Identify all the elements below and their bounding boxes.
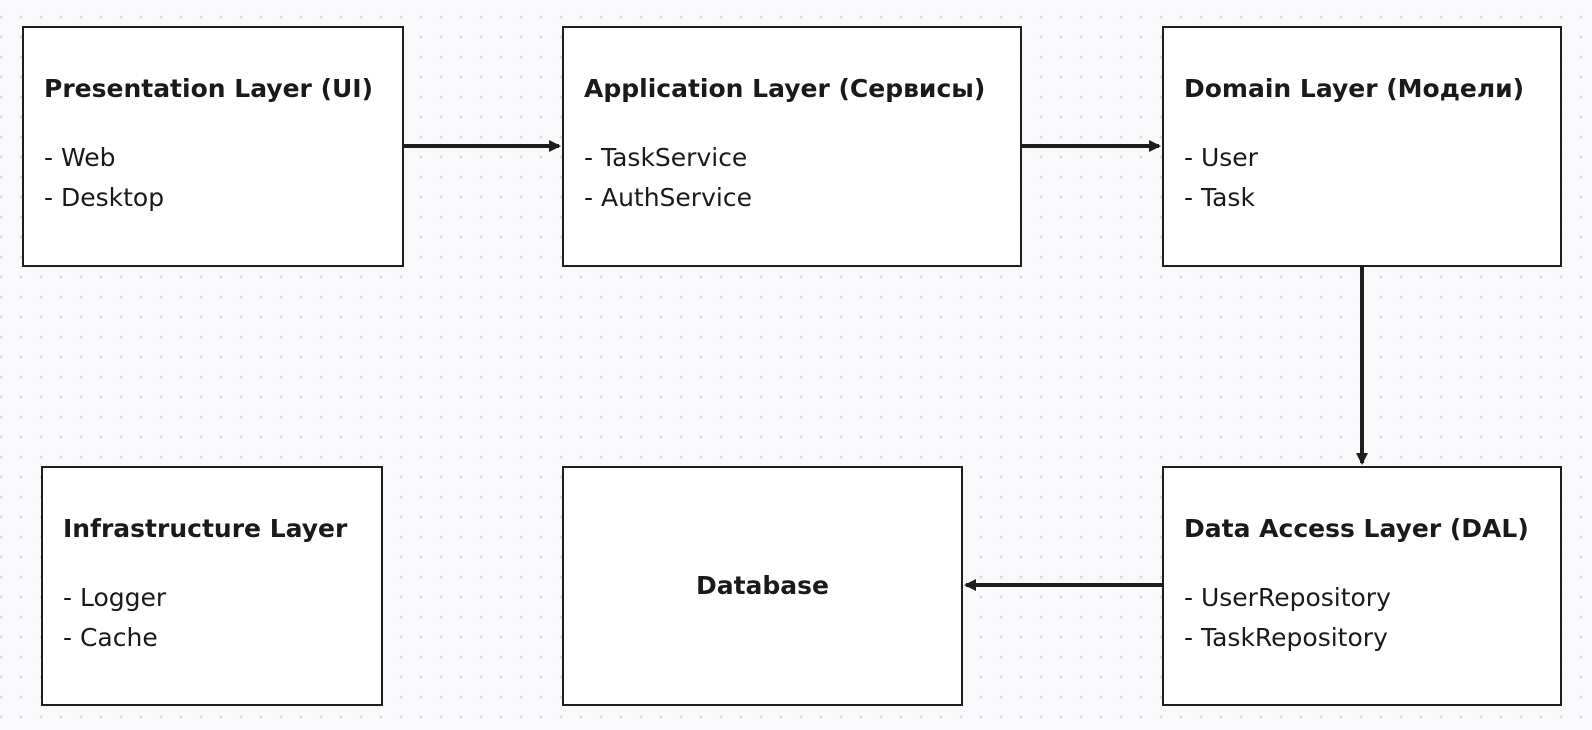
domain-layer-node[interactable]: Domain Layer (Модели) - User - Task: [1162, 26, 1562, 267]
database-node[interactable]: Database: [562, 466, 963, 706]
node-item: - TaskRepository: [1184, 623, 1388, 652]
node-item: - User: [1184, 143, 1258, 172]
node-title: Domain Layer (Модели): [1184, 74, 1525, 103]
presentation-layer-node[interactable]: Presentation Layer (UI) - Web - Desktop: [22, 26, 404, 267]
node-item: - Cache: [63, 623, 158, 652]
node-items: - TaskService - AuthService: [584, 138, 1000, 218]
node-items: - Logger - Cache: [63, 578, 361, 658]
node-item: - Desktop: [44, 183, 165, 212]
node-item: - TaskService: [584, 143, 748, 172]
node-item: - Web: [44, 143, 116, 172]
node-item: - UserRepository: [1184, 583, 1391, 612]
node-items: - User - Task: [1184, 138, 1540, 218]
infrastructure-layer-node[interactable]: Infrastructure Layer - Logger - Cache: [41, 466, 383, 706]
node-title: Application Layer (Сервисы): [584, 74, 986, 103]
node-title: Database: [695, 571, 830, 600]
application-layer-node[interactable]: Application Layer (Сервисы) - TaskServic…: [562, 26, 1022, 267]
node-title: Presentation Layer (UI): [44, 74, 374, 103]
node-items: - UserRepository - TaskRepository: [1184, 578, 1540, 658]
node-title: Data Access Layer (DAL): [1184, 514, 1529, 543]
node-item: - AuthService: [584, 183, 752, 212]
node-item: - Task: [1184, 183, 1255, 212]
node-items: - Web - Desktop: [44, 138, 382, 218]
node-title: Infrastructure Layer: [63, 514, 348, 543]
data-access-layer-node[interactable]: Data Access Layer (DAL) - UserRepository…: [1162, 466, 1562, 706]
node-item: - Logger: [63, 583, 167, 612]
